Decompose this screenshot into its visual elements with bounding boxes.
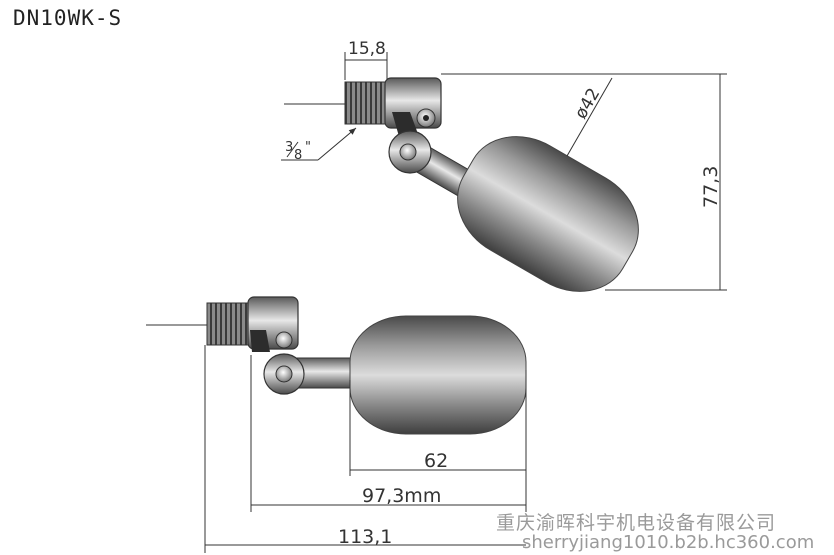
bottom-valve xyxy=(146,296,527,435)
top-dimension-lines xyxy=(281,52,727,291)
thread-size-denominator: 8 xyxy=(294,148,302,163)
ball-diameter-dimension: ø42 xyxy=(571,85,604,123)
top-valve xyxy=(284,77,639,292)
height-dimension: 77,3 xyxy=(700,166,722,208)
thread-width-dimension: 15,8 xyxy=(348,39,386,59)
watermark-url: sherryjiang1010.b2b.hc360.com xyxy=(522,532,815,553)
bottom-dimension-lines xyxy=(204,345,527,553)
thread-size-numerator: 3 xyxy=(285,140,293,155)
overall-length-dimension: 113,1 xyxy=(338,526,392,548)
model-label: DN10WK-S xyxy=(13,6,123,30)
watermark-company: 重庆渝晖科宇机电设备有限公司 xyxy=(496,512,777,534)
thread-size-mark: " xyxy=(305,140,311,155)
arm-length-dimension: 97,3mm xyxy=(362,485,441,507)
ball-length-dimension: 62 xyxy=(424,450,448,472)
